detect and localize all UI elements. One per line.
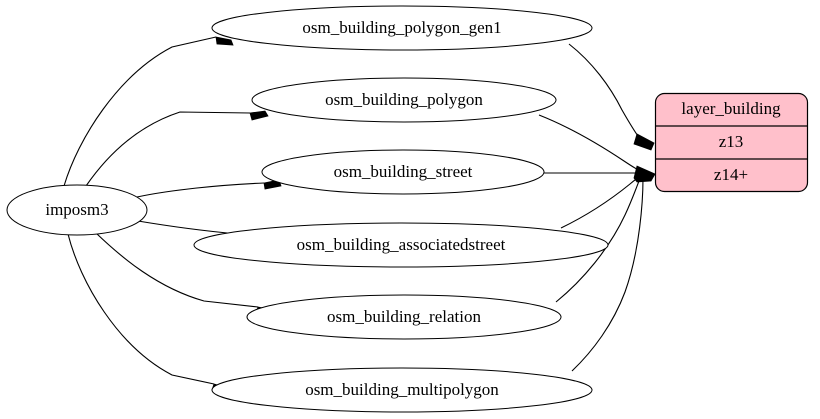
- node-osm_building_associatedstreet-shape[interactable]: [193, 222, 609, 268]
- node-osm_building_polygon_gen1[interactable]: osm_building_polygon_gen1: [211, 5, 593, 51]
- arrowhead-zoom-z13: [633, 133, 655, 151]
- edge-osm_building_polygon_gen1-to-zoom-z13: [568, 43, 642, 141]
- edge-imposm3-to-osm_building_multipolygon: [67, 233, 215, 385]
- node-osm_building_polygon-label: osm_building_polygon: [325, 90, 483, 109]
- edge-imposm3-to-osm_building_street: [136, 182, 265, 198]
- node-imposm3-shape[interactable]: [6, 184, 148, 236]
- edge-imposm3-to-osm_building_relation: [95, 232, 259, 308]
- node-osm_building_relation-shape[interactable]: [246, 294, 562, 340]
- node-osm_building_street-shape[interactable]: [261, 149, 545, 195]
- node-layer_building[interactable]: layer_building z13 z14+: [654, 92, 809, 193]
- edge-osm_building_multipolygon-to-zoom-z14plus: [571, 177, 644, 372]
- node-imposm3-label: imposm3: [45, 200, 108, 219]
- node-osm_building_street-label: osm_building_street: [334, 162, 473, 181]
- node-osm_building_relation[interactable]: osm_building_relation: [246, 294, 562, 340]
- node-osm_building_multipolygon-shape[interactable]: [211, 367, 593, 413]
- node-layer_building-shape[interactable]: [654, 92, 809, 193]
- record-row-layer-name: layer_building: [681, 99, 781, 118]
- record-row-zoom-z13: z13: [719, 132, 744, 151]
- node-osm_building_polygon-shape[interactable]: [251, 77, 557, 123]
- arrowhead-zoom-z14plus: [633, 165, 656, 183]
- edge-osm_building_polygon-to-zoom-z14plus: [538, 114, 643, 173]
- arrowhead-osm_building_polygon: [249, 110, 269, 121]
- node-osm_building_polygon[interactable]: osm_building_polygon: [251, 77, 557, 123]
- node-osm_building_associatedstreet[interactable]: osm_building_associatedstreet: [193, 222, 609, 268]
- arrowhead-osm_building_polygon_gen1: [215, 36, 234, 46]
- node-osm_building_associatedstreet-label: osm_building_associatedstreet: [297, 235, 506, 254]
- node-osm_building_polygon_gen1-label: osm_building_polygon_gen1: [302, 18, 501, 37]
- node-osm_building_polygon_gen1-shape[interactable]: [211, 5, 593, 51]
- record-row-zoom-z14plus: z14+: [714, 165, 748, 184]
- node-osm_building_multipolygon[interactable]: osm_building_multipolygon: [211, 367, 593, 413]
- edge-imposm3-to-osm_building_associatedstreet: [137, 220, 239, 235]
- edge-osm_building_relation-to-zoom-z14plus: [555, 175, 642, 303]
- node-osm_building_street[interactable]: osm_building_street: [261, 149, 545, 195]
- edge-group-tables-to-layer: [538, 43, 656, 372]
- edge-imposm3-to-osm_building_polygon: [85, 111, 251, 187]
- edge-imposm3-to-osm_building_polygon_gen1: [63, 36, 217, 187]
- node-imposm3[interactable]: imposm3: [6, 184, 148, 236]
- node-osm_building_relation-label: osm_building_relation: [327, 307, 481, 326]
- node-osm_building_multipolygon-label: osm_building_multipolygon: [305, 380, 499, 399]
